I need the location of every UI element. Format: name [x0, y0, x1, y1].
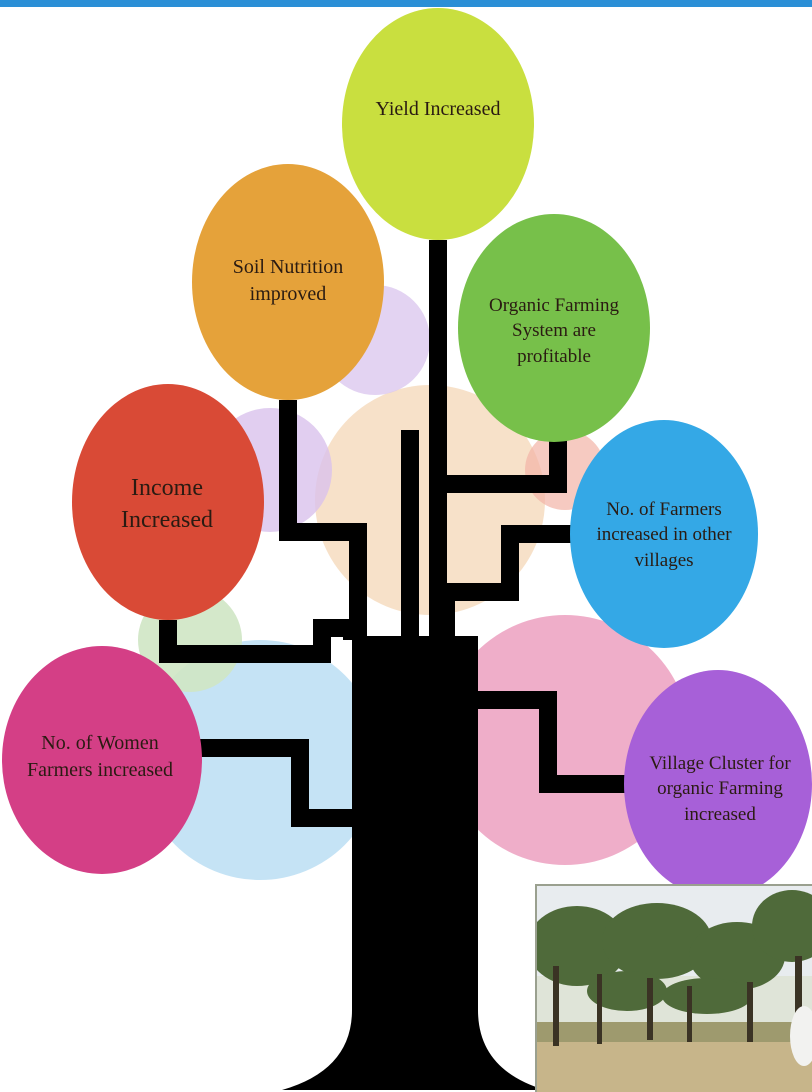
node-label-farmers: No. of Farmers increased in other villag…: [596, 498, 732, 571]
branch-organic: [429, 438, 567, 640]
node-label-income: Income Increased: [121, 474, 213, 533]
branch-farmers: [437, 525, 575, 640]
branch-soil: [279, 400, 367, 640]
branch-income: [159, 619, 361, 663]
node-circle-yield: [342, 8, 534, 240]
photo-scene: [537, 886, 812, 1092]
node-label-soil: Soil Nutrition improved: [232, 256, 344, 305]
tree-trunk: [282, 636, 545, 1090]
node-label-organic: Organic Farming System are profitable: [489, 294, 619, 367]
node-label-cluster: Village Cluster for organic Farming incr…: [649, 752, 791, 825]
node-label-yield: Yield Increased: [375, 97, 501, 120]
node-circle-farmers: [570, 420, 758, 648]
tree-branches: [159, 240, 632, 827]
node-circle-income: [72, 384, 264, 620]
trees-in-field-photo: [535, 884, 812, 1092]
node-circle-soil: [192, 164, 384, 400]
node-circles: [2, 8, 812, 898]
node-circle-organic: [458, 214, 650, 442]
branch-women: [200, 739, 360, 827]
node-circle-cluster: [624, 670, 812, 898]
branch-cluster: [470, 691, 632, 793]
node-label-women: No. of Women Farmers increased: [26, 732, 174, 781]
top-border-bar: [0, 0, 812, 7]
node-circle-women: [2, 646, 202, 874]
